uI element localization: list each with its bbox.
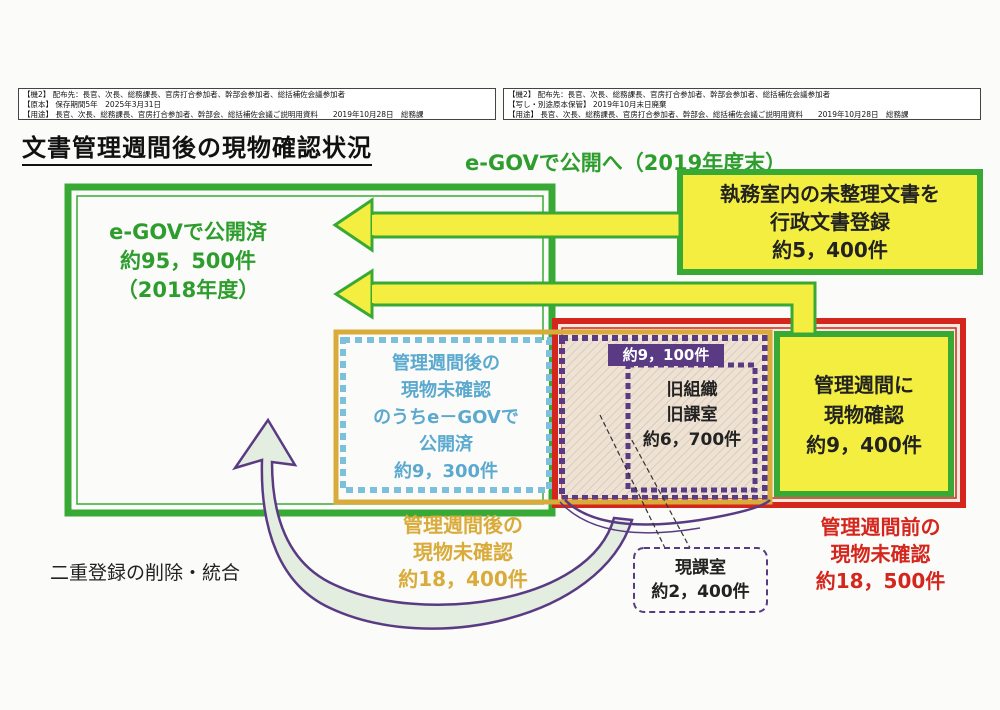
after-unconfirmed-line2: 現物未確認 xyxy=(413,540,513,564)
old-org-line2: 旧課室 xyxy=(666,405,718,425)
header-left-line2: 【原本】 保存期間5年 2025年3月31日 xyxy=(23,100,162,109)
before-unconfirmed-line3: 約18，500件 xyxy=(815,569,946,593)
blue-box-label: 管理週間後の 現物未確認 のうちe－GOVで 公開済 約9，300件 xyxy=(350,350,542,485)
header-left: 【機2】 配布先：長官、次長、総務課長、官房打合参加者、幹部会参加者、総括補佐会… xyxy=(18,88,496,120)
dedup-curved-arrow xyxy=(231,417,771,630)
purple-badge: 約9，100件 xyxy=(622,346,710,364)
header-right: 【機2】 配布先：長官、次長、総務課長、官房打合参加者、幹部会参加者、総括補佐会… xyxy=(503,88,981,120)
confirmed-box xyxy=(774,331,954,497)
after-unconfirmed-box xyxy=(333,329,773,505)
before-unconfirmed-line1: 管理週間前の xyxy=(820,515,941,539)
blue-box-line5: 約9，300件 xyxy=(393,461,499,482)
confirmed-line3: 約9，400件 xyxy=(806,433,922,457)
blue-box-line1: 管理週間後の xyxy=(392,353,500,374)
after-unconfirmed-line1: 管理週間後の xyxy=(403,513,523,537)
header-right-line1: 【機2】 配布先：長官、次長、総務課長、官房打合参加者、幹部会参加者、総括補佐会… xyxy=(508,90,831,99)
unorganized-line2: 行政文書登録 xyxy=(770,210,890,234)
dedup-label: 二重登録の削除・統合 xyxy=(50,562,241,584)
header-left-line3: 【用途】 長官、次長、総務課長、官房打合参加者、幹部会、総括補佐会議ご説明用資料… xyxy=(23,110,424,119)
current-office-line1: 現課室 xyxy=(675,558,726,578)
blue-box-line2: 現物未確認 xyxy=(401,380,491,401)
header-right-line3: 【用途】 長官、次長、総務課長、官房打合参加者、幹部会、総括補佐会議ご説明用資料… xyxy=(508,110,909,119)
header-left-line1: 【機2】 配布先：長官、次長、総務課長、官房打合参加者、幹部会参加者、総括補佐会… xyxy=(23,90,346,99)
after-unconfirmed-line3: 約18，400件 xyxy=(398,567,528,591)
blue-box-line4: 公開済 xyxy=(419,434,473,455)
egov-published-line3: （2018年度） xyxy=(116,278,260,302)
unorganized-line1: 執務室内の未整理文書を xyxy=(720,182,940,206)
confirmed-line1: 管理週間に xyxy=(814,373,914,397)
blue-dotted-box xyxy=(340,337,552,493)
current-office-line2: 約2，400件 xyxy=(651,582,750,602)
page-title: 文書管理週間後の現物確認状況 xyxy=(22,128,372,166)
confirmed-line2: 現物確認 xyxy=(824,403,904,427)
after-unconfirmed-label: 管理週間後の 現物未確認 約18，400件 xyxy=(368,512,558,593)
egov-published-line2: 約95，500件 xyxy=(119,249,257,273)
before-unconfirmed-line2: 現物未確認 xyxy=(830,542,931,566)
purple-dotted-box xyxy=(559,335,768,501)
header-right-line2: 【写し・別途原本保管】 2019年10月末日廃棄 xyxy=(508,100,667,109)
before-unconfirmed-label: 管理週間前の 現物未確認 約18，500件 xyxy=(788,514,973,595)
old-org-label: 旧組織 旧課室 約6，700件 xyxy=(632,378,752,453)
unorganized-box xyxy=(677,169,983,275)
old-org-line1: 旧組織 xyxy=(666,380,718,400)
unorganized-label: 執務室内の未整理文書を 行政文書登録 約5，400件 xyxy=(684,180,976,264)
arrow-upper xyxy=(332,197,682,253)
blue-box-line3: のうちe－GOVで xyxy=(373,407,519,428)
confirmed-label: 管理週間に 現物確認 約9，400件 xyxy=(781,370,947,460)
unorganized-line3: 約5，400件 xyxy=(772,238,888,262)
arrow-lower xyxy=(333,268,817,336)
current-office-label: 現課室 約2，400件 xyxy=(636,556,765,604)
egov-published-label: e-GOVで公開済 約95，500件 （2018年度） xyxy=(98,218,278,305)
egov-published-line1: e-GOVで公開済 xyxy=(109,220,267,244)
current-office-leader-lines xyxy=(599,414,691,549)
current-office-box xyxy=(633,547,768,613)
old-org-line3: 約6，700件 xyxy=(642,430,742,450)
